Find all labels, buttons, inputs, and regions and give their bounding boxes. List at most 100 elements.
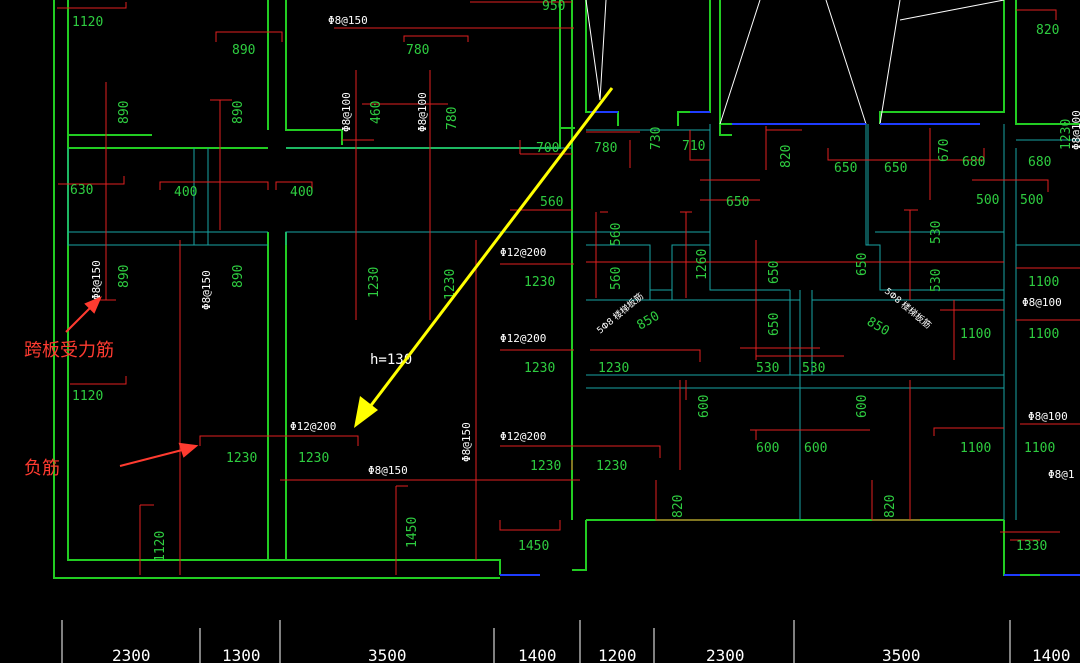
dim-label: 600 bbox=[756, 441, 779, 456]
dim-label: 530 bbox=[929, 269, 944, 292]
dim-label: 1120 bbox=[72, 389, 103, 404]
dim-label: 1230 bbox=[598, 361, 629, 376]
dim-label: 1230 bbox=[226, 451, 257, 466]
dim-label: 1230 bbox=[524, 361, 555, 376]
axis-dim-label: 1200 bbox=[598, 646, 637, 663]
dim-label: 850 bbox=[864, 314, 892, 339]
axis-dim-label: 3500 bbox=[882, 646, 921, 663]
rebar-label: Φ8@150 bbox=[200, 270, 213, 310]
dim-label: 1230 bbox=[298, 451, 329, 466]
dim-label: 890 bbox=[231, 101, 246, 124]
axis-dim-label: 1300 bbox=[222, 646, 261, 663]
dim-label: 850 bbox=[635, 309, 663, 334]
dim-label: 670 bbox=[937, 139, 952, 162]
dim-label: 400 bbox=[290, 185, 313, 200]
rebar-label: Φ8@100 bbox=[1022, 296, 1062, 309]
dim-label: 1230 bbox=[1059, 119, 1074, 150]
dim-label: 1230 bbox=[596, 459, 627, 474]
rebar-label: Φ8@100 bbox=[1028, 410, 1068, 423]
rebar-label: Φ12@200 bbox=[500, 430, 546, 443]
dimension-labels: 1120 950 890 780 890 890 460 780 630 400… bbox=[70, 0, 1074, 562]
rebar-spec-labels: Φ8@150 Φ8@100 Φ8@100 Φ12@200 Φ12@200 Φ12… bbox=[90, 14, 1080, 481]
dim-label: 1450 bbox=[405, 517, 420, 548]
dim-label: 710 bbox=[682, 139, 705, 154]
axis-dim-label: 1400 bbox=[518, 646, 557, 663]
dim-label: 600 bbox=[804, 441, 827, 456]
dim-label: 500 bbox=[1020, 193, 1043, 208]
dim-label: 1230 bbox=[443, 269, 458, 300]
dim-label: 1260 bbox=[695, 249, 710, 280]
dim-label: 1230 bbox=[367, 267, 382, 298]
dim-label: 530 bbox=[756, 361, 779, 376]
dim-label: 650 bbox=[834, 161, 857, 176]
dim-label: 890 bbox=[117, 265, 132, 288]
dim-label: 1100 bbox=[1024, 441, 1055, 456]
dim-label: 650 bbox=[767, 313, 782, 336]
rebar-label: Φ8@150 bbox=[460, 422, 473, 462]
dim-label: 650 bbox=[884, 161, 907, 176]
yellow-arrow bbox=[354, 87, 614, 428]
rebar-label: Φ8@150 bbox=[328, 14, 368, 27]
dim-label: 890 bbox=[232, 43, 255, 58]
dim-label: 1100 bbox=[960, 327, 991, 342]
dim-label: 530 bbox=[929, 221, 944, 244]
dim-label: 1100 bbox=[1028, 327, 1059, 342]
dim-label: 650 bbox=[855, 253, 870, 276]
dim-label: 1230 bbox=[524, 275, 555, 290]
dim-label: 700 bbox=[536, 141, 559, 156]
dim-label: 400 bbox=[174, 185, 197, 200]
rebar-label: Φ8@100 bbox=[416, 92, 429, 132]
axis-dim-label: 2300 bbox=[112, 646, 151, 663]
dim-label: 820 bbox=[671, 495, 686, 518]
dim-label: 600 bbox=[697, 395, 712, 418]
dim-label: 730 bbox=[649, 127, 664, 150]
rebar-label: Φ8@1 bbox=[1048, 468, 1075, 481]
dim-label: 1330 bbox=[1016, 539, 1047, 554]
axis-dim-label: 3500 bbox=[368, 646, 407, 663]
stair-lines bbox=[585, 0, 1005, 125]
dim-label: 820 bbox=[1036, 23, 1059, 38]
blue-walls bbox=[500, 111, 1080, 576]
dim-label: 1120 bbox=[72, 15, 103, 30]
dim-label: 680 bbox=[1028, 155, 1051, 170]
annotation-arrows bbox=[65, 296, 199, 467]
axis-dim-label: 2300 bbox=[706, 646, 745, 663]
rebar-label: Φ8@150 bbox=[368, 464, 408, 477]
dim-label: 780 bbox=[445, 107, 460, 130]
dim-label: 1450 bbox=[518, 539, 549, 554]
dim-label: 500 bbox=[976, 193, 999, 208]
dim-label: 630 bbox=[70, 183, 93, 198]
axis-dimension-labels: 2300 1300 3500 1400 1200 2300 3500 1400 bbox=[112, 646, 1071, 663]
annotation-negative-rebar: 负筋 bbox=[24, 458, 60, 479]
dim-label: 560 bbox=[609, 223, 624, 246]
rebar-label: Φ8@100 bbox=[1070, 110, 1080, 150]
dim-label: 460 bbox=[369, 101, 384, 124]
rebar-label: Φ12@200 bbox=[290, 420, 336, 433]
rebar-label: Φ12@200 bbox=[500, 332, 546, 345]
dim-label: 820 bbox=[883, 495, 898, 518]
dim-label: 560 bbox=[609, 267, 624, 290]
dim-label: 600 bbox=[855, 395, 870, 418]
dim-label: 780 bbox=[406, 43, 429, 58]
slab-edges bbox=[67, 124, 1080, 520]
dim-label: 780 bbox=[594, 141, 617, 156]
rebar-label: Φ8@100 bbox=[340, 92, 353, 132]
dim-label: 650 bbox=[726, 195, 749, 210]
dim-label: 680 bbox=[962, 155, 985, 170]
axis-ticks bbox=[61, 620, 1011, 663]
rebar-label: Φ12@200 bbox=[500, 246, 546, 259]
dim-label: 820 bbox=[779, 145, 794, 168]
dim-label: 1100 bbox=[1028, 275, 1059, 290]
dim-label: 1100 bbox=[960, 441, 991, 456]
dim-label: 890 bbox=[231, 265, 246, 288]
dim-label: 1230 bbox=[530, 459, 561, 474]
axis-dim-label: 1400 bbox=[1032, 646, 1071, 663]
rebar-label: Φ8@150 bbox=[90, 260, 103, 300]
dim-label: 1120 bbox=[153, 531, 168, 562]
dim-label: 650 bbox=[767, 261, 782, 284]
dim-label: 560 bbox=[540, 195, 563, 210]
dim-label: 530 bbox=[802, 361, 825, 376]
stair-note-left: 5Φ8 楼梯板筋 bbox=[594, 290, 646, 336]
dim-label: 890 bbox=[117, 101, 132, 124]
